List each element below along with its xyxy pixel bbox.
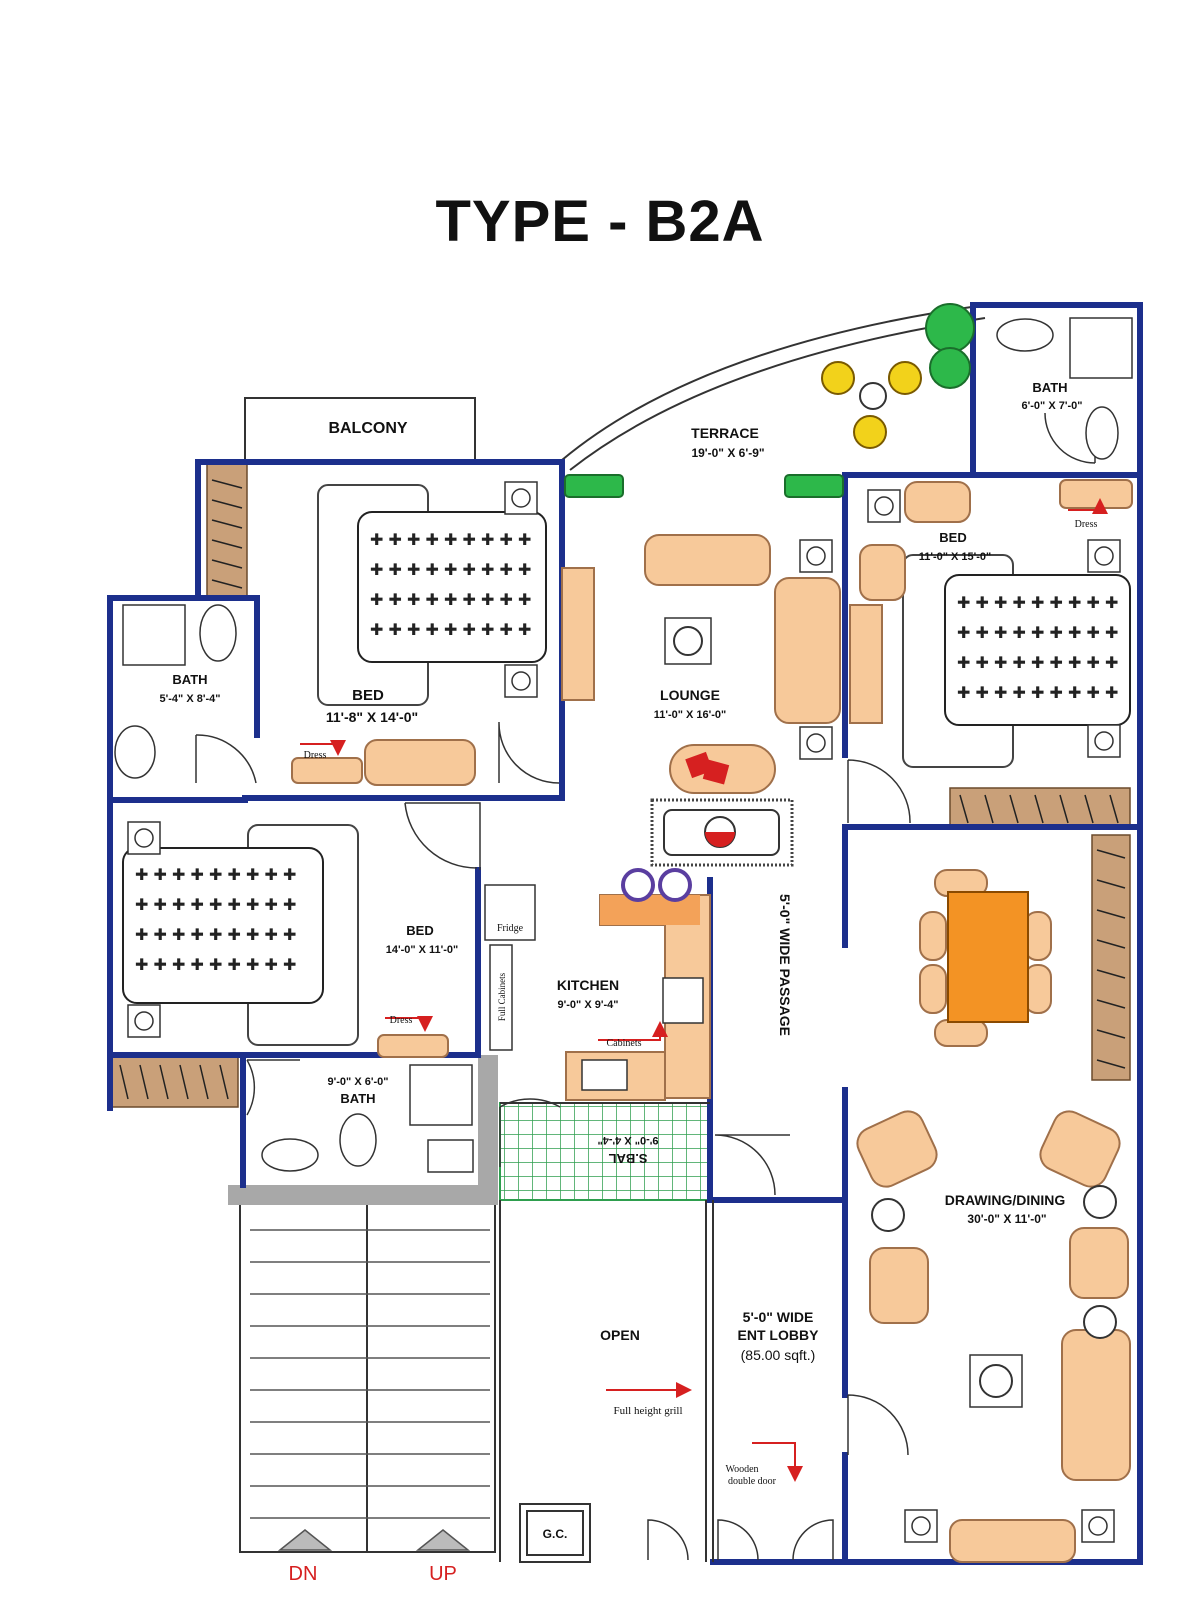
bed-right-label: BED	[939, 530, 966, 545]
svg-text:✚ ✚ ✚ ✚ ✚ ✚ ✚ ✚ ✚: ✚ ✚ ✚ ✚ ✚ ✚ ✚ ✚ ✚	[135, 955, 296, 974]
terrace-plants	[925, 303, 975, 389]
bed-top-left-size: 11'-8" X 14'-0"	[326, 709, 418, 725]
gray-walls	[228, 1055, 498, 1205]
balcony-label: BALCONY	[328, 420, 407, 437]
terrace-label: TERRACE	[691, 425, 759, 441]
svg-text:✚ ✚ ✚ ✚ ✚ ✚ ✚ ✚ ✚: ✚ ✚ ✚ ✚ ✚ ✚ ✚ ✚ ✚	[135, 895, 296, 914]
stair-markers	[277, 1529, 471, 1551]
svg-text:✚ ✚ ✚ ✚ ✚ ✚ ✚ ✚ ✚: ✚ ✚ ✚ ✚ ✚ ✚ ✚ ✚ ✚	[957, 653, 1118, 672]
gc-label: G.C.	[543, 1527, 568, 1541]
drawing-dining-label: DRAWING/DINING	[945, 1192, 1066, 1208]
sbal-size: 9'-0" X 4'-4"	[598, 1134, 659, 1146]
bath-fixtures	[114, 317, 1133, 1173]
drawing-dining-size: 30'-0" X 11'-0"	[967, 1212, 1046, 1226]
ent-lobby-line2: ENT LOBBY	[738, 1327, 820, 1343]
bath-bottom-label: BATH	[340, 1091, 375, 1106]
bed-right-size: 11'-0" X 15'-0"	[919, 551, 992, 563]
drawing-tables	[871, 1185, 1117, 1408]
thin-interior-walls	[499, 1102, 714, 1563]
ent-lobby-line1: 5'-0" WIDE	[743, 1309, 814, 1325]
bed-top-left-label: BED	[352, 687, 384, 704]
planters	[564, 474, 844, 498]
bed-middle-left-size: 14'-0" X 11'-0"	[386, 944, 459, 956]
wooden-door-line2: double door	[728, 1476, 777, 1487]
svg-text:✚ ✚ ✚ ✚ ✚ ✚ ✚ ✚ ✚: ✚ ✚ ✚ ✚ ✚ ✚ ✚ ✚ ✚	[370, 530, 531, 549]
fixture-notes: Dress Dress Dress Fridge Full Cabinets C…	[304, 519, 1098, 1541]
plan-title: TYPE - B2A	[435, 189, 765, 254]
bed-middle-left-label: BED	[406, 923, 433, 938]
wardrobe-hatching	[119, 479, 1126, 1100]
lounge-label: LOUNGE	[660, 687, 720, 703]
side-cabinets	[561, 567, 883, 724]
passage-label: 5'-0" WIDE PASSAGE	[777, 894, 793, 1036]
kitchen-size: 9'-0" X 9'-4"	[558, 999, 619, 1011]
kitchen-label: KITCHEN	[557, 977, 619, 993]
lounge-size: 11'-0" X 16'-0"	[654, 709, 727, 721]
staircase	[250, 1229, 490, 1519]
terrace-size: 19'-0" X 6'-9"	[691, 446, 764, 460]
beds	[122, 484, 1131, 1046]
bath-top-right-size: 6'-0" X 7'-0"	[1022, 400, 1083, 412]
stair-down-label: DN	[289, 1563, 318, 1585]
stair-up-label: UP	[429, 1563, 457, 1585]
room-labels: BALCONY TERRACE 19'-0" X 6'-9" BATH 6'-0…	[160, 380, 1083, 1363]
svg-text:✚ ✚ ✚ ✚ ✚ ✚ ✚ ✚ ✚: ✚ ✚ ✚ ✚ ✚ ✚ ✚ ✚ ✚	[370, 560, 531, 579]
wardrobes	[109, 461, 1131, 1108]
svg-text:✚ ✚ ✚ ✚ ✚ ✚ ✚ ✚ ✚: ✚ ✚ ✚ ✚ ✚ ✚ ✚ ✚ ✚	[370, 590, 531, 609]
sofas	[291, 479, 1133, 1563]
svg-text:✚ ✚ ✚ ✚ ✚ ✚ ✚ ✚ ✚: ✚ ✚ ✚ ✚ ✚ ✚ ✚ ✚ ✚	[135, 925, 296, 944]
dress-note-3: Dress	[1075, 519, 1098, 530]
bed-pattern: ✚ ✚ ✚ ✚ ✚ ✚ ✚ ✚ ✚ ✚ ✚ ✚ ✚ ✚ ✚ ✚ ✚ ✚ ✚ ✚ …	[135, 530, 1118, 974]
bath-left-size: 5'-4" X 8'-4"	[160, 693, 221, 705]
sbal-floor	[499, 1102, 709, 1201]
full-height-grill-note: Full height grill	[613, 1405, 682, 1417]
lamp-tables	[127, 481, 1121, 1543]
dining-set	[919, 869, 1052, 1047]
lounge-furniture	[650, 617, 794, 867]
ent-lobby-area: (85.00 sqft.)	[741, 1347, 816, 1363]
cabinets-note: Cabinets	[607, 1038, 642, 1049]
stair-labels: DN UP	[289, 1563, 457, 1585]
svg-text:✚ ✚ ✚ ✚ ✚ ✚ ✚ ✚ ✚: ✚ ✚ ✚ ✚ ✚ ✚ ✚ ✚ ✚	[957, 623, 1118, 642]
bath-left-label: BATH	[172, 672, 207, 687]
svg-text:✚ ✚ ✚ ✚ ✚ ✚ ✚ ✚ ✚: ✚ ✚ ✚ ✚ ✚ ✚ ✚ ✚ ✚	[135, 865, 296, 884]
dress-arrows	[300, 498, 1108, 1482]
terrace-chairs	[821, 361, 922, 449]
bath-bottom-size: 9'-0" X 6'-0"	[328, 1076, 389, 1088]
bath-top-right-label: BATH	[1032, 380, 1067, 395]
svg-text:✚ ✚ ✚ ✚ ✚ ✚ ✚ ✚ ✚: ✚ ✚ ✚ ✚ ✚ ✚ ✚ ✚ ✚	[370, 620, 531, 639]
dress-note-1: Dress	[304, 750, 327, 761]
sbal-label: S.BAL	[608, 1151, 647, 1166]
open-label: OPEN	[600, 1327, 640, 1343]
fridge-note: Fridge	[497, 923, 524, 934]
wooden-door-line1: Wooden	[725, 1464, 758, 1475]
full-cabinets-note: Full Cabinets	[497, 972, 507, 1021]
dress-note-2: Dress	[390, 1015, 413, 1026]
svg-text:✚ ✚ ✚ ✚ ✚ ✚ ✚ ✚ ✚: ✚ ✚ ✚ ✚ ✚ ✚ ✚ ✚ ✚	[957, 593, 1118, 612]
svg-text:✚ ✚ ✚ ✚ ✚ ✚ ✚ ✚ ✚: ✚ ✚ ✚ ✚ ✚ ✚ ✚ ✚ ✚	[957, 683, 1118, 702]
kitchen-fixtures	[484, 868, 711, 1101]
